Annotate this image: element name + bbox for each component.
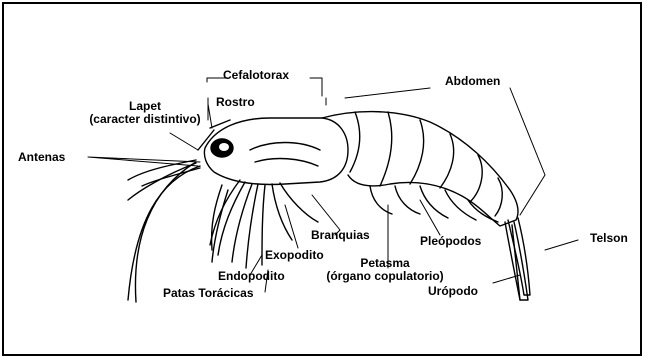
petasma-subtitle: (órgano copulatorio) — [297, 270, 473, 283]
antennae — [128, 160, 200, 302]
pleopodos-label: Pleópodos — [420, 235, 481, 248]
telson-label: Telson — [590, 232, 628, 245]
uropodo-label: Urópodo — [428, 285, 478, 298]
pleopods — [370, 186, 498, 222]
abdomen-label: Abdomen — [445, 75, 500, 88]
antenas-label: Antenas — [18, 151, 65, 164]
petasma-label: Petasma (órgano copulatorio) — [297, 257, 473, 283]
lapet-subtitle: (caracter distintivo) — [70, 113, 220, 126]
patas-toracicas-label: Patas Torácicas — [163, 287, 254, 300]
branquias-label: Branquias — [311, 229, 370, 242]
cefalotorax-label: Cefalotorax — [223, 69, 289, 82]
endopodito-label: Endopodito — [218, 270, 285, 283]
lapet-label: Lapet (caracter distintivo) — [70, 100, 220, 126]
rostro-label: Rostro — [216, 96, 255, 109]
